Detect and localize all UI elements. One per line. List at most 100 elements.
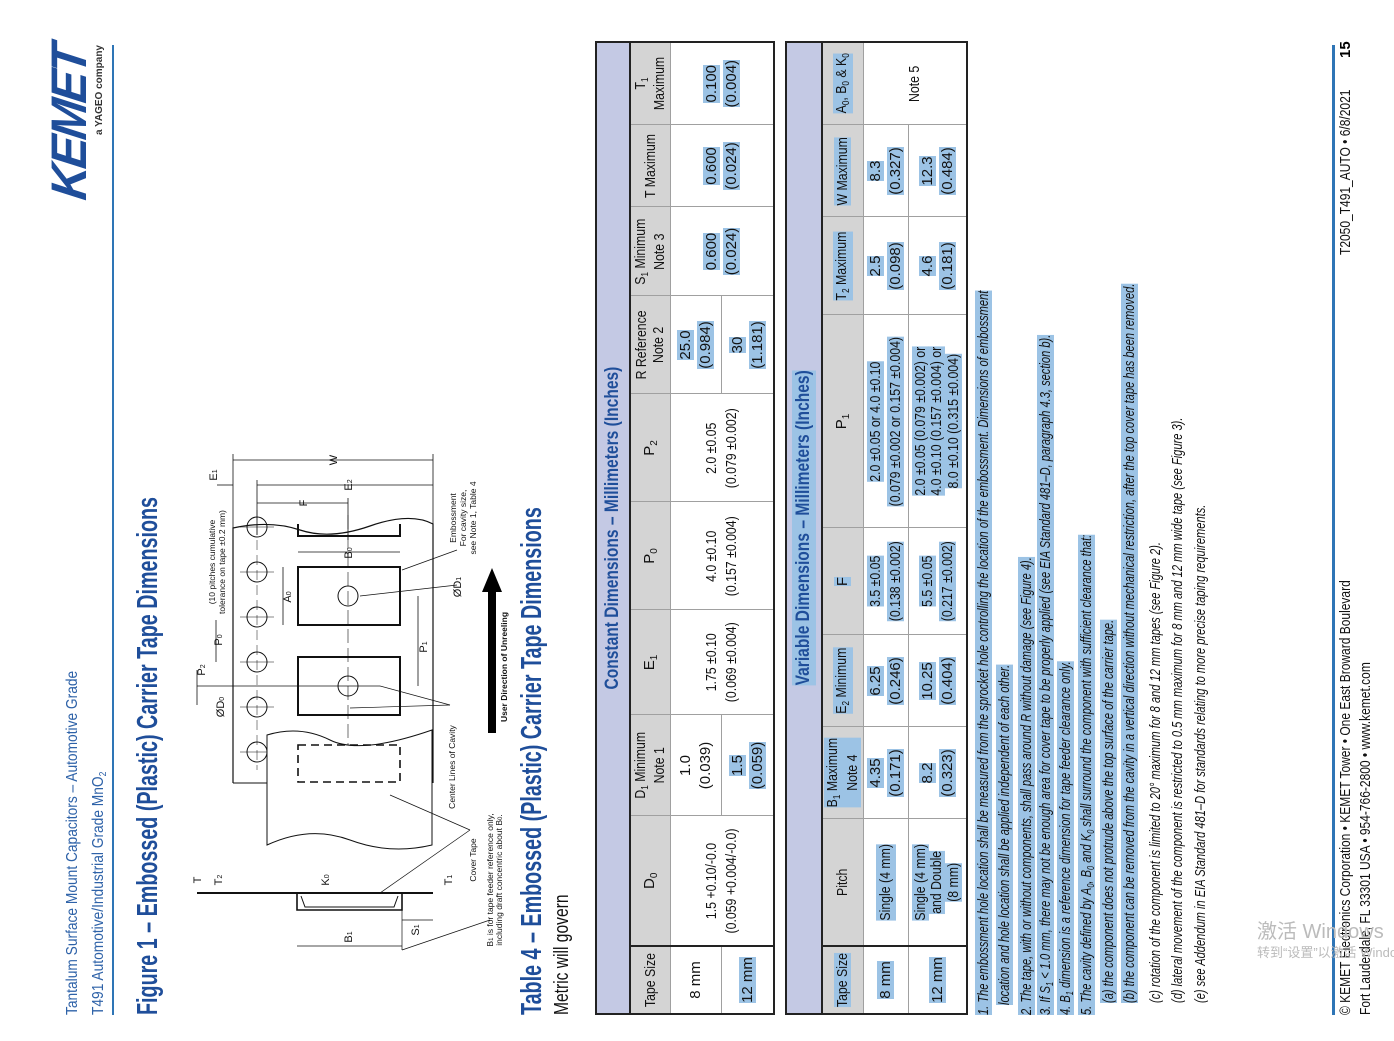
embossment-label: Embossment <box>448 493 458 543</box>
unreeling-direction-label: User Direction of Unreeling <box>499 612 509 722</box>
figure-title: Figure 1 – Embossed (Plastic) Carrier Ta… <box>132 496 164 1015</box>
table-row: 8 mm 1.5 +0.10/-0.0(0.059 +0.004/-0.0) 1… <box>670 41 774 1014</box>
cell-d0: 1.5 +0.10/-0.0(0.059 +0.004/-0.0) <box>670 816 774 946</box>
cell-p2: 2.0 ±0.05(0.079 ±0.002) <box>670 394 774 502</box>
label-b0: B0 <box>343 547 355 558</box>
section-title-text: Constant Dimensions – Millimeters (Inche… <box>601 366 623 690</box>
page-number: 15 <box>1337 41 1354 58</box>
windows-activation-watermark: 激活 Windows <box>1257 921 1384 943</box>
label-f: F <box>298 499 310 506</box>
table-section-title: Constant Dimensions – Millimeters (Inche… <box>596 41 630 1014</box>
label-d0: ØD0 <box>215 697 227 718</box>
col-header-pitch: Pitch <box>822 819 863 946</box>
cell-a0-b0-k0: Note 5 <box>863 41 967 125</box>
table-subtitle: Metric will govern <box>551 894 573 1015</box>
label-w: W <box>328 454 340 465</box>
footer-rule <box>1332 45 1335 1015</box>
header-series-text: T491 Automotive/Industrial Grade MnO <box>90 776 107 1015</box>
b1-note-2: including draft concentric about B0. <box>494 814 504 945</box>
cell-p1: 2.0 ±0.05 or 4.0 ±0.10(0.079 ±0.002 or 0… <box>863 315 909 528</box>
cell-pitch: Single (4 mm)and Double(8 mm) <box>908 819 967 946</box>
constant-dimensions-table: Constant Dimensions – Millimeters (Inche… <box>595 40 775 1015</box>
col-header-t-max: T Maximum <box>630 125 670 207</box>
note-1-continued: location and hole location shall be appl… <box>996 664 1013 1005</box>
col-header-p0: P0 <box>630 502 670 610</box>
header-series-sub: 2 <box>98 771 109 777</box>
pitch-tolerance-note-2: tolerance on tape ±0.2 mm) <box>217 510 227 614</box>
label-b1: B1 <box>343 931 355 942</box>
cell-tape-size: 8 mm <box>670 946 722 1014</box>
note-5d: (d) lateral movement of the component is… <box>1169 417 1186 1003</box>
cavities <box>297 515 401 785</box>
note-4: 4. B1 dimension is a reference dimension… <box>1057 661 1076 1015</box>
cell-e2: 6.25(0.246) <box>863 635 909 727</box>
label-k0: K0 <box>320 874 332 885</box>
header-product-line: Tantalum Surface Mount Capacitors – Auto… <box>64 670 81 1015</box>
cell-r: 30(1.181) <box>721 296 774 394</box>
note-5c: (c) rotation of the component is limited… <box>1147 542 1164 1003</box>
b1-note-1: B1 is for tape feeder reference only, <box>485 813 495 946</box>
label-e1: E1 <box>208 469 220 480</box>
cell-b1: 4.35(0.171) <box>863 727 909 819</box>
col-header-t2: T2 Maximum <box>822 217 863 315</box>
cell-t1: 0.100(0.004) <box>670 41 774 125</box>
label-t: T <box>192 876 204 883</box>
label-p2: P2 <box>196 664 208 675</box>
note-5b: (b) the component can be removed from th… <box>1121 283 1138 1004</box>
label-t2: T2 <box>213 875 225 886</box>
cell-pitch: Single (4 mm) <box>863 819 909 946</box>
footer-doc-id: T2050_T491_AUTO • 6/8/2021 <box>1337 89 1354 255</box>
table-row: 8 mm Single (4 mm) 4.35(0.171) 6.25(0.24… <box>863 41 967 1014</box>
header-series: T491 Automotive/Industrial Grade MnO2 <box>90 772 109 1015</box>
table-title: Table 4 – Embossed (Plastic) Carrier Tap… <box>516 507 548 1015</box>
diagram-labels: W E1 E2 F B0 A0 P0 P1 P2 ØD0 ØD1 K0 T T2… <box>192 454 509 946</box>
leader-lines <box>349 549 491 951</box>
cell-f: 5.5 ±0.05(0.217 ±0.002) <box>908 528 967 635</box>
cell-d1: 1.5(0.059) <box>721 715 774 816</box>
cell-p0: 4.0 ±0.10(0.157 ±0.004) <box>670 502 774 610</box>
cell-r: 25.0(0.984) <box>670 296 722 394</box>
note-1: 1. The embossment hole location shall be… <box>975 290 992 1015</box>
unreeling-arrow <box>482 568 502 733</box>
cell-s1: 0.600(0.024) <box>670 207 774 296</box>
label-p0: P0 <box>213 634 225 645</box>
cell-b1: 8.2(0.323) <box>908 727 967 819</box>
kemet-logo: KEMET a YAGEO company <box>41 43 114 202</box>
embossment-note-2: see Note 1, Table 4 <box>468 481 478 554</box>
col-header-e1: E1 <box>630 610 670 715</box>
cell-e2: 10.25(0.404) <box>908 635 967 727</box>
footer-address-line2: Fort Lauderdale, FL 33301 USA • 954-766-… <box>1357 662 1374 1015</box>
col-header-p2: P2 <box>630 394 670 502</box>
cell-tape-size: 8 mm <box>863 946 909 1014</box>
col-header-d0: D0 <box>630 816 670 946</box>
cell-t2: 4.6(0.181) <box>908 217 967 315</box>
cell-f: 3.5 ±0.05(0.138 ±0.002) <box>863 528 909 635</box>
label-e2: E2 <box>343 479 355 490</box>
pitch-tolerance-note-1: (10 pitches cumulative <box>207 519 217 604</box>
carrier-tape-diagram: W E1 E2 F B0 A0 P0 P1 P2 ØD0 ØD1 K0 T T2… <box>192 454 509 951</box>
col-header-tape-size: Tape Size <box>630 946 670 1014</box>
col-header-a0-b0-k0: A0, B0 & K0 <box>822 41 863 125</box>
logo-brand: KEMET <box>41 43 97 203</box>
table-row: 12 mm Single (4 mm)and Double(8 mm) 8.2(… <box>908 42 967 1014</box>
note-5: 5. The cavity defined by A0, B0 and K0 s… <box>1078 534 1097 1015</box>
col-header-w-max: W Maximum <box>822 125 863 217</box>
tape-outline <box>232 517 434 784</box>
note-5a: (a) the component does not protrude abov… <box>1100 619 1117 1003</box>
col-header-tape-size: Tape Size <box>822 946 863 1014</box>
cell-e1: 1.75 ±0.10(0.069 ±0.004) <box>670 610 774 715</box>
cell-d1: 1.0(0.039) <box>670 715 722 816</box>
cell-w: 8.3(0.327) <box>863 125 909 217</box>
cover-tape-label: Cover Tape <box>468 838 478 882</box>
header-rule <box>112 45 114 1015</box>
cell-t-max: 0.600(0.024) <box>670 125 774 207</box>
note-3: 3. If S1 < 1.0 mm, there may not be enou… <box>1037 334 1056 1015</box>
windows-activation-hint: 转到“设置”以激活 Windows。 <box>1257 945 1394 960</box>
variable-dimensions-table: Variable Dimensions – Millimeters (Inche… <box>785 40 968 1015</box>
label-a0: A0 <box>282 591 294 602</box>
note-5e: (e) see Addendum in EIA Standard 481–D f… <box>1192 504 1209 1003</box>
logo-tagline: a YAGEO company <box>94 45 105 136</box>
